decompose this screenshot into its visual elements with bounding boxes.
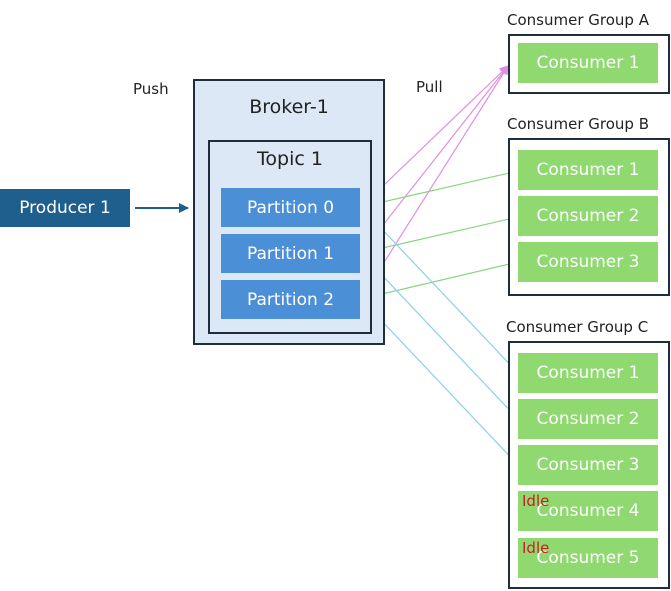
- pull-label: Pull: [416, 78, 443, 96]
- producer-box: Producer 1: [0, 189, 130, 227]
- partition-label: Partition 0: [246, 197, 335, 218]
- group-a-consumer-1: Consumer 1: [518, 43, 658, 83]
- partition-1: Partition 1: [221, 234, 360, 273]
- consumer-label: Consumer 3: [536, 455, 640, 475]
- consumer-label: Consumer 4: [536, 501, 640, 521]
- group-b-consumer-1: Consumer 1: [518, 150, 658, 190]
- arrow-p2-groupC: [360, 298, 518, 465]
- arrow-p1-groupA: [360, 65, 509, 254]
- arrow-p0-groupC: [360, 206, 518, 373]
- partition-2: Partition 2: [221, 280, 360, 319]
- producer-label: Producer 1: [19, 198, 111, 218]
- partition-label: Partition 1: [246, 243, 335, 264]
- group-b-consumer-3: Consumer 3: [518, 242, 658, 282]
- partition-label: Partition 2: [246, 289, 335, 310]
- consumer-label: Consumer 2: [536, 206, 640, 226]
- group-c-label: Consumer Group C: [506, 318, 649, 336]
- consumer-label: Consumer 1: [536, 363, 640, 383]
- consumer-label: Consumer 5: [536, 548, 640, 568]
- consumer-label: Consumer 2: [536, 409, 640, 429]
- group-b-label: Consumer Group B: [507, 115, 649, 133]
- idle-label-consumer-5: Idle: [522, 539, 550, 557]
- group-c-consumer-5: Consumer 5: [518, 538, 658, 578]
- topic-title: Topic 1: [257, 148, 323, 170]
- idle-label-consumer-4: Idle: [522, 492, 550, 510]
- arrow-p1-groupB: [360, 214, 519, 254]
- group-c-consumer-3: Consumer 3: [518, 445, 658, 485]
- consumer-label: Consumer 1: [536, 160, 640, 180]
- arrow-p2-groupA: [360, 65, 509, 300]
- arrow-p1-groupC: [360, 252, 518, 419]
- push-label: Push: [133, 80, 169, 98]
- arrow-p2-groupB: [360, 259, 519, 300]
- broker-title: Broker-1: [249, 96, 329, 118]
- group-c-consumer-1: Consumer 1: [518, 353, 658, 393]
- group-b-consumer-2: Consumer 2: [518, 196, 658, 236]
- arrow-p0-groupA: [360, 65, 509, 208]
- consumer-label: Consumer 3: [536, 252, 640, 272]
- arrow-p0-groupB: [360, 168, 519, 208]
- partition-0: Partition 0: [221, 188, 360, 227]
- group-c-consumer-2: Consumer 2: [518, 399, 658, 439]
- consumer-label: Consumer 1: [536, 53, 640, 73]
- group-c-consumer-4: Consumer 4: [518, 491, 658, 531]
- group-a-label: Consumer Group A: [507, 11, 649, 29]
- topic-box: [208, 140, 372, 334]
